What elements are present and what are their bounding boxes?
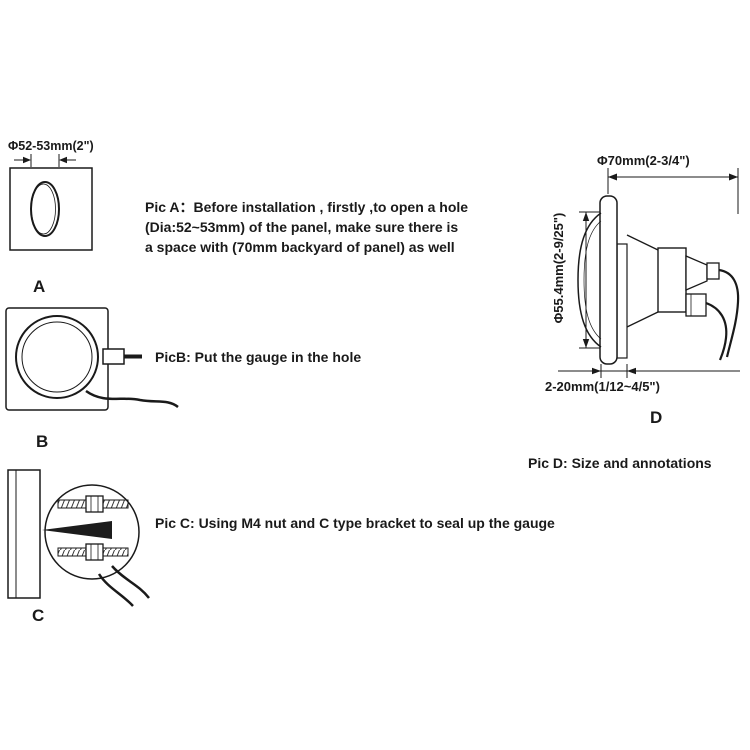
panel-front <box>9 167 93 251</box>
pic-b-figure: B <box>5 307 179 451</box>
dimension-top <box>607 168 739 214</box>
pic-a-letter: A <box>33 277 45 296</box>
pic-a-dimension-arrows <box>14 154 76 167</box>
arrow-left-icon <box>608 173 617 181</box>
panel-side <box>7 469 41 599</box>
dimension-bottom <box>558 364 740 378</box>
arrow-left-icon <box>59 156 67 164</box>
caption-line: a space with (70mm backyard of panel) as… <box>145 239 455 255</box>
mount-rod-top <box>57 495 129 513</box>
pic-d-letter: D <box>650 408 662 427</box>
pic-a-dimension-label: Φ52-53mm(2") <box>8 139 94 153</box>
pic-b-caption: PicB: Put the gauge in the hole <box>155 349 361 365</box>
pic-d-dim-bottom: 2-20mm(1/12~4/5") <box>545 379 660 394</box>
m4-nut <box>85 543 104 561</box>
dimension-left <box>579 211 600 349</box>
arrow-up-icon <box>582 212 590 221</box>
arrow-left-icon <box>627 367 636 375</box>
pic-d-figure: Φ70mm(2-3/4") Φ55.4mm(2-9/25") <box>545 153 740 427</box>
tip-nub <box>706 262 720 280</box>
gauge-side-view <box>577 195 740 365</box>
gauge-dome <box>577 212 602 348</box>
gauge-bezel <box>15 315 99 399</box>
pic-c-letter: C <box>32 606 44 625</box>
pic-a-figure: Φ52-53mm(2") A <box>8 139 94 296</box>
pic-c-caption: Pic C: Using M4 nut and C type bracket t… <box>155 515 555 531</box>
caption-line: Pic A：Before installation , firstly ,to … <box>145 199 468 215</box>
c-bracket <box>616 243 628 359</box>
gauge-face <box>21 321 93 393</box>
pic-d-dim-top: Φ70mm(2-3/4") <box>597 153 690 168</box>
arrow-right-icon <box>592 367 601 375</box>
cutout-hole <box>30 181 60 237</box>
m4-nut <box>85 495 104 513</box>
tip-cone <box>685 255 708 291</box>
pic-d-caption: Pic D: Size and annotations <box>528 455 712 471</box>
bezel-flange <box>599 195 618 365</box>
wire <box>705 301 728 361</box>
gauge-body <box>44 484 140 580</box>
connector <box>102 348 125 365</box>
sensor-block <box>685 293 707 317</box>
wire <box>97 573 134 607</box>
wire <box>85 389 179 409</box>
pic-c-figure: C <box>7 469 150 625</box>
wire <box>111 565 150 599</box>
arrow-right-icon <box>729 173 738 181</box>
caption-line: (Dia:52~53mm) of the panel, make sure th… <box>145 219 458 235</box>
gauge-nose <box>42 521 112 539</box>
pic-d-dim-left: Φ55.4mm(2-9/25") <box>551 213 566 324</box>
pic-a-caption: Pic A：Before installation , firstly ,to … <box>145 199 468 255</box>
pic-b-letter: B <box>36 432 48 451</box>
gauge-body-cylinder <box>657 247 687 313</box>
arrow-right-icon <box>23 156 31 164</box>
arrow-down-icon <box>582 339 590 348</box>
wire <box>718 268 740 358</box>
mount-rod-bottom <box>57 543 129 561</box>
